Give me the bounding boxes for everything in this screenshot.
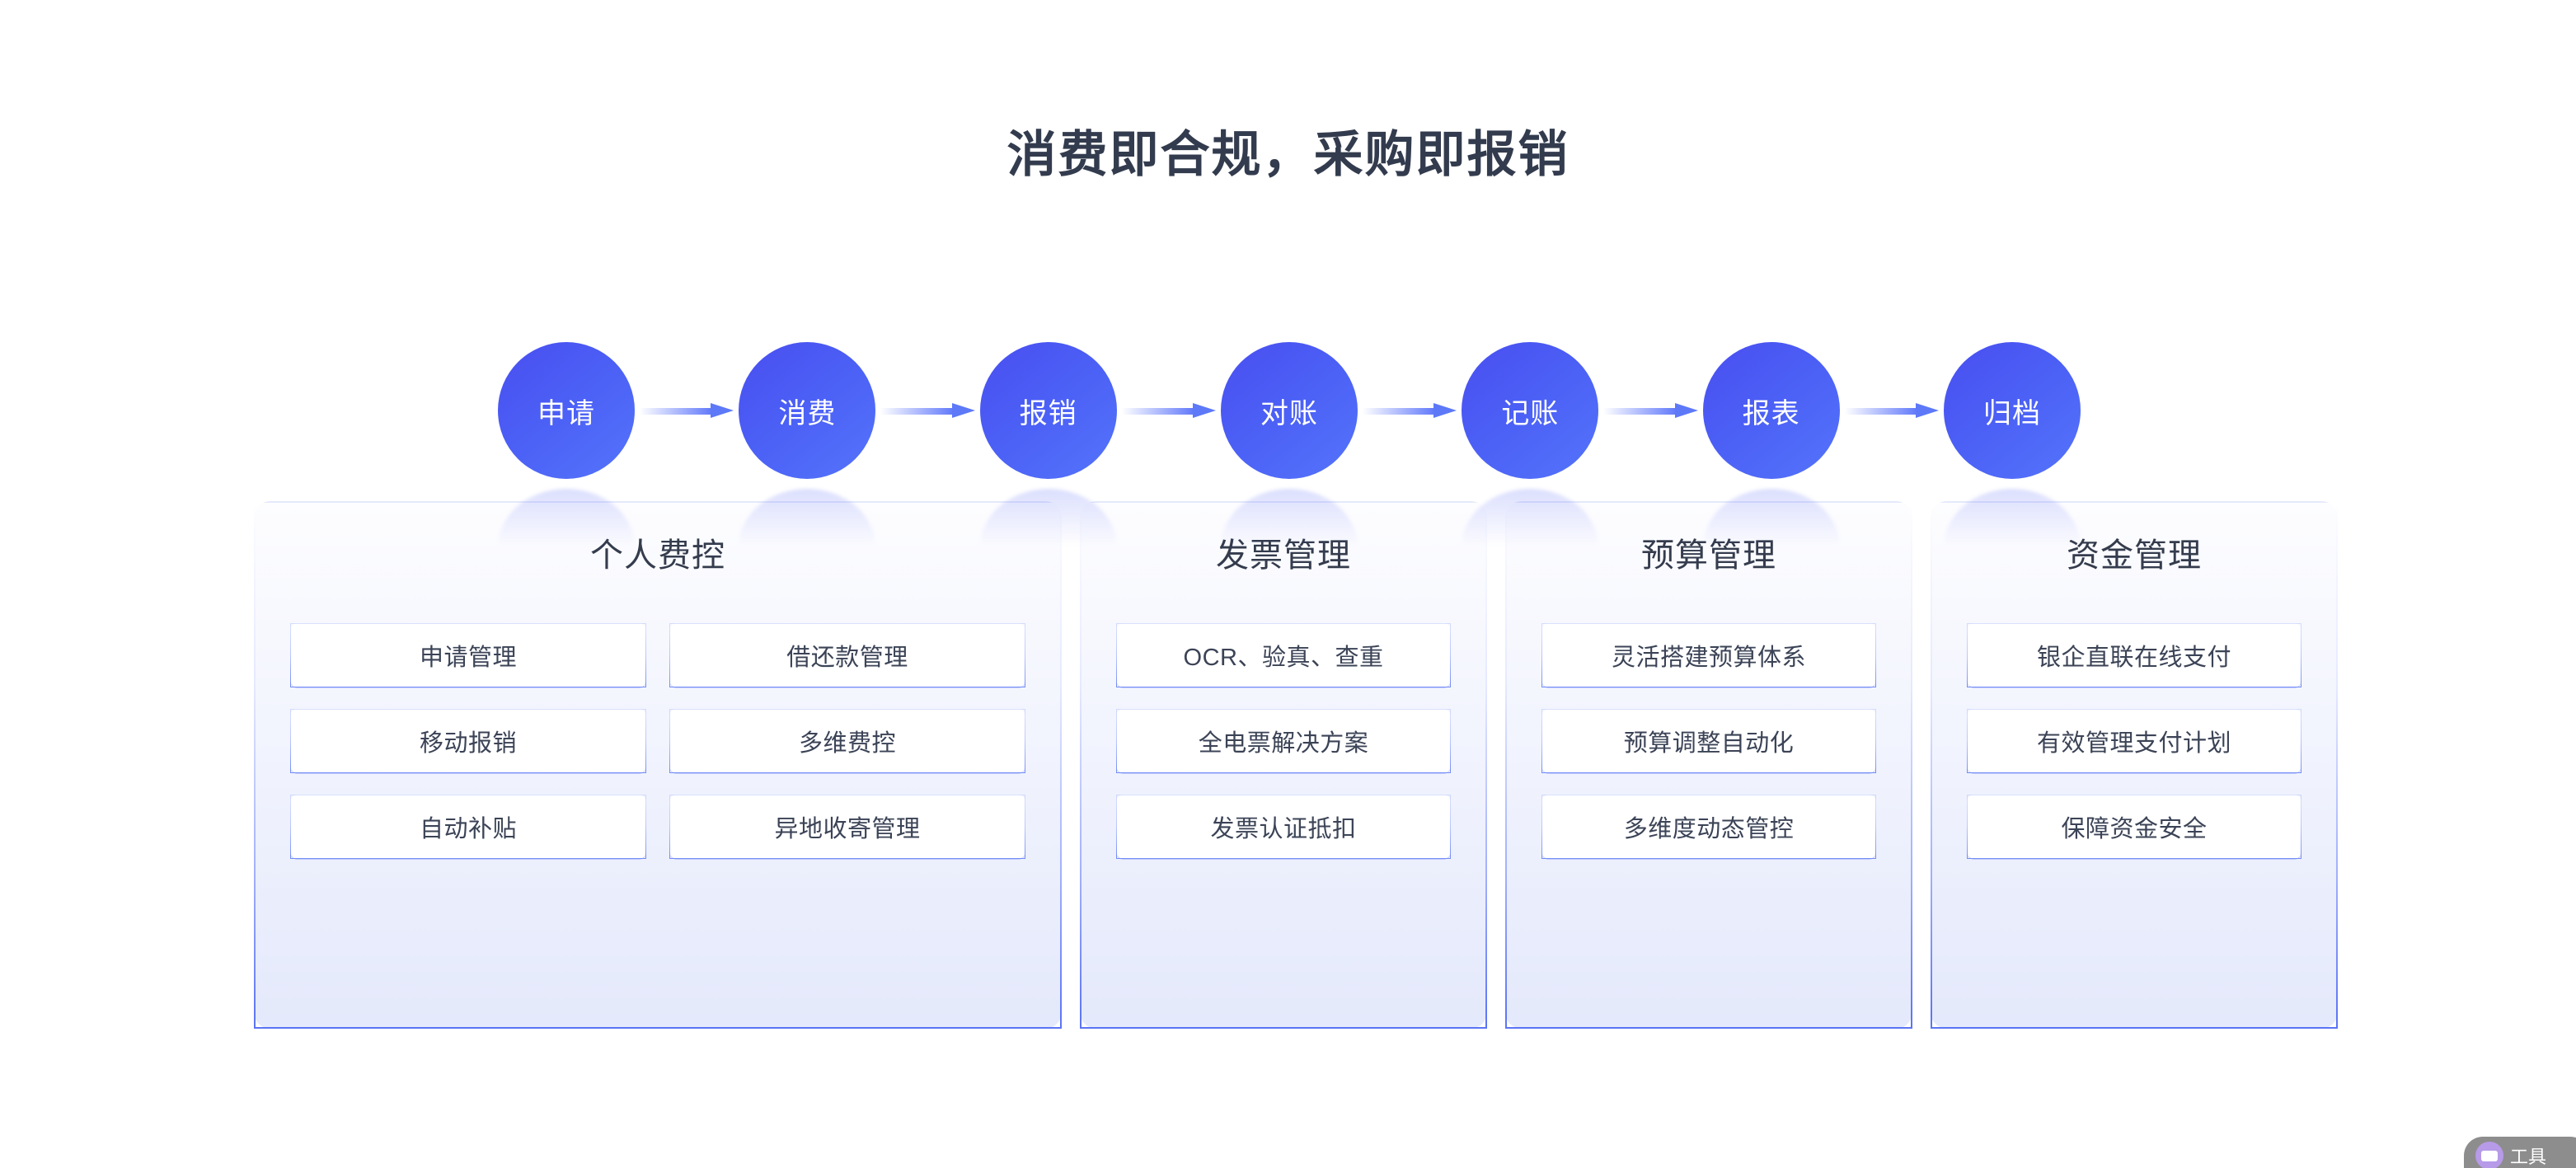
arrow-right-icon bbox=[1362, 403, 1457, 418]
flow-step[interactable]: 申请 bbox=[498, 342, 635, 546]
flow-step-label: 消费 bbox=[739, 342, 876, 479]
panel-item-card[interactable]: 自动补贴 bbox=[290, 795, 646, 859]
panel-title: 发票管理 bbox=[1216, 537, 1351, 574]
capability-panels: 个人费控申请管理借还款管理移动报销多维费控自动补贴异地收寄管理 发票管理 OCR、验… bbox=[254, 501, 2338, 1029]
panel-item-card[interactable]: 预算调整自动化 bbox=[1541, 709, 1876, 773]
capability-panel: 资金管理银企直联在线支付有效管理支付计划保障资金安全 bbox=[1931, 501, 2338, 1029]
flow-step-label: 记账 bbox=[1462, 342, 1599, 479]
arrow-shaft bbox=[1603, 408, 1677, 415]
panel-item-card[interactable]: 灵活搭建预算体系 bbox=[1541, 623, 1876, 687]
arrow-head bbox=[1433, 403, 1457, 418]
flow-step[interactable]: 报表 bbox=[1702, 342, 1840, 546]
flow-step-label: 报表 bbox=[1702, 342, 1840, 479]
panel-title: 预算管理 bbox=[1641, 537, 1776, 574]
panel-item-card[interactable]: 申请管理 bbox=[290, 623, 646, 687]
flow-step-reflection bbox=[498, 489, 635, 546]
arrow-right-icon bbox=[1844, 403, 1939, 418]
flow-step-reflection bbox=[1943, 489, 2081, 546]
panel-item-card[interactable]: 有效管理支付计划 bbox=[1967, 709, 2302, 773]
panel-item-grid: OCR、验真、查重全电票解决方案发票认证抵扣 bbox=[1116, 623, 1451, 859]
panel-title: 资金管理 bbox=[2067, 537, 2202, 574]
panel-item-card[interactable]: 借还款管理 bbox=[669, 623, 1025, 687]
panel-item-card[interactable]: OCR、验真、查重 bbox=[1116, 623, 1451, 687]
page-title: 消费即合规，采购即报销 bbox=[1006, 127, 1570, 182]
arrow-right-icon bbox=[1603, 403, 1698, 418]
panel-title: 个人费控 bbox=[590, 537, 725, 574]
arrow-head bbox=[951, 403, 975, 418]
arrow-right-icon bbox=[1121, 403, 1216, 418]
arrow-right-icon bbox=[640, 403, 734, 418]
chat-bubble-icon bbox=[2475, 1142, 2503, 1168]
flow-step[interactable]: 归档 bbox=[1943, 342, 2081, 546]
flow-step[interactable]: 报销 bbox=[979, 342, 1117, 546]
arrow-shaft bbox=[1121, 408, 1194, 415]
panel-item-grid: 灵活搭建预算体系预算调整自动化多维度动态管控 bbox=[1541, 623, 1876, 859]
arrow-shaft bbox=[640, 408, 713, 415]
panel-item-grid: 银企直联在线支付有效管理支付计划保障资金安全 bbox=[1967, 623, 2302, 859]
flow-step-label: 对账 bbox=[1220, 342, 1358, 479]
arrow-shaft bbox=[880, 408, 954, 415]
arrow-shaft bbox=[1362, 408, 1436, 415]
capability-panel: 个人费控申请管理借还款管理移动报销多维费控自动补贴异地收寄管理 bbox=[254, 501, 1062, 1029]
arrow-head bbox=[1674, 403, 1698, 418]
panel-item-card[interactable]: 多维度动态管控 bbox=[1541, 795, 1876, 859]
panel-item-card[interactable]: 多维费控 bbox=[669, 709, 1025, 773]
corner-widget-label: 工具 bbox=[2510, 1147, 2547, 1167]
panel-item-card[interactable]: 保障资金安全 bbox=[1967, 795, 2302, 859]
flow-step-reflection bbox=[739, 489, 876, 546]
arrow-head bbox=[1192, 403, 1216, 418]
flow-step-reflection bbox=[1220, 489, 1358, 546]
flow-step-reflection bbox=[1702, 489, 1840, 546]
process-flow: 申请消费报销对账记账报表归档 bbox=[498, 328, 2081, 546]
flow-step-reflection bbox=[979, 489, 1117, 546]
panel-item-card[interactable]: 银企直联在线支付 bbox=[1967, 623, 2302, 687]
panel-item-card[interactable]: 全电票解决方案 bbox=[1116, 709, 1451, 773]
flow-step-label: 申请 bbox=[498, 342, 635, 479]
panel-item-grid: 申请管理借还款管理移动报销多维费控自动补贴异地收寄管理 bbox=[290, 623, 1025, 859]
arrow-head bbox=[1915, 403, 1939, 418]
panel-item-card[interactable]: 发票认证抵扣 bbox=[1116, 795, 1451, 859]
arrow-head bbox=[711, 403, 734, 418]
capability-panel: 发票管理 OCR、验真、查重全电票解决方案发票认证抵扣 bbox=[1080, 501, 1487, 1029]
flow-step[interactable]: 对账 bbox=[1220, 342, 1358, 546]
flow-step-reflection bbox=[1462, 489, 1599, 546]
arrow-right-icon bbox=[880, 403, 975, 418]
flow-step[interactable]: 记账 bbox=[1462, 342, 1599, 546]
flow-step-label: 归档 bbox=[1943, 342, 2081, 479]
floating-corner-widget[interactable]: 工具 bbox=[2464, 1137, 2576, 1168]
panel-item-card[interactable]: 异地收寄管理 bbox=[669, 795, 1025, 859]
arrow-shaft bbox=[1844, 408, 1917, 415]
flow-step-label: 报销 bbox=[979, 342, 1117, 479]
flow-step[interactable]: 消费 bbox=[739, 342, 876, 546]
capability-panel: 预算管理灵活搭建预算体系预算调整自动化多维度动态管控 bbox=[1505, 501, 1912, 1029]
panel-item-card[interactable]: 移动报销 bbox=[290, 709, 646, 773]
